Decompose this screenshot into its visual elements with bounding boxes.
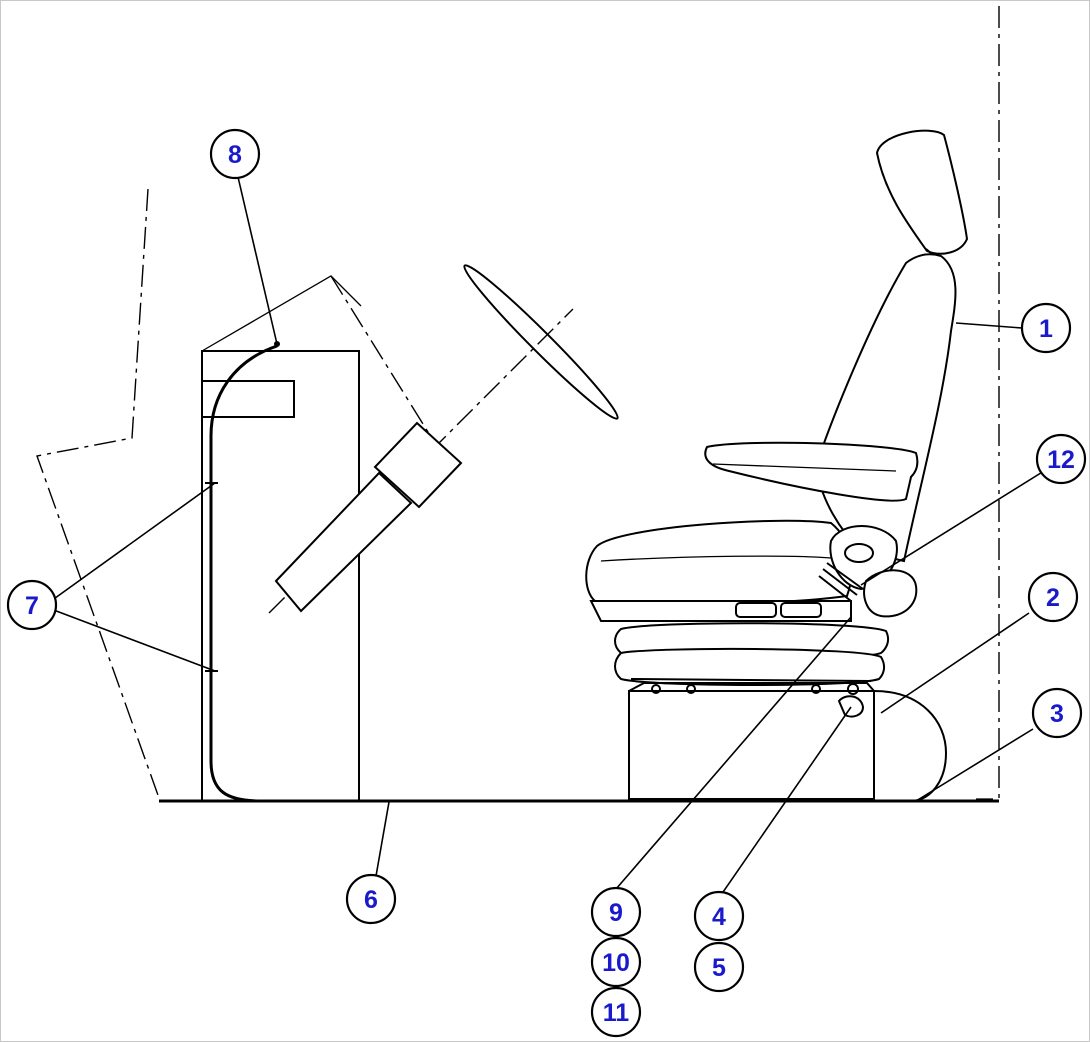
windshield-outline xyxy=(36,188,160,799)
callout-3: 3 xyxy=(1031,687,1083,739)
callout-1: 1 xyxy=(1020,302,1072,354)
operator-seat xyxy=(585,129,969,802)
callout-1-label: 1 xyxy=(1039,315,1053,343)
callout-2-label: 2 xyxy=(1046,584,1060,612)
leader-lines xyxy=(50,176,1045,896)
callout-10-label: 10 xyxy=(602,949,630,977)
callout-6: 6 xyxy=(345,873,397,925)
callout-6-label: 6 xyxy=(364,886,378,914)
callout-5-label: 5 xyxy=(712,954,726,982)
callout-9: 9 xyxy=(590,886,642,938)
callout-9-label: 9 xyxy=(609,899,623,927)
callout-8: 8 xyxy=(209,128,261,180)
callout-12: 12 xyxy=(1035,433,1087,485)
callout-12-label: 12 xyxy=(1047,446,1075,474)
callout-11: 11 xyxy=(590,986,642,1038)
callout-11-label: 11 xyxy=(603,999,630,1027)
callout-7-label: 7 xyxy=(25,592,39,620)
steering-column xyxy=(268,264,619,614)
callout-4: 4 xyxy=(693,890,745,942)
callout-3-label: 3 xyxy=(1050,700,1064,728)
callout-8-label: 8 xyxy=(228,141,242,169)
callout-5: 5 xyxy=(693,941,745,993)
callout-2: 2 xyxy=(1027,571,1079,623)
dashboard-console xyxy=(201,275,362,803)
callout-7: 7 xyxy=(6,579,58,631)
callout-4-label: 4 xyxy=(712,903,726,931)
callout-10: 10 xyxy=(590,936,642,988)
